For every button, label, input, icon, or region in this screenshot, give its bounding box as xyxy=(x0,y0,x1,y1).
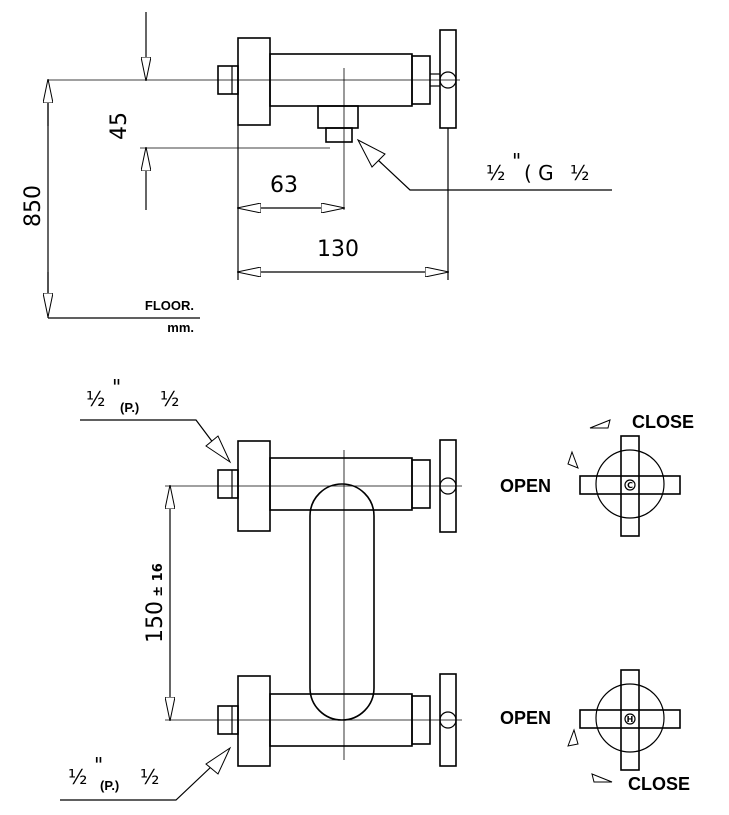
handle-bottom-mark: H xyxy=(627,715,634,724)
inlet-bottom-label: ½ " (P.) ½ xyxy=(68,753,159,793)
open-arrow-bottom-icon xyxy=(567,728,579,747)
handle-top-cap xyxy=(624,479,636,491)
handle-top-close-label: CLOSE xyxy=(632,412,694,432)
handle-detail-top: C CLOSE OPEN xyxy=(500,412,694,537)
top-cap xyxy=(411,459,431,509)
handle-top-bar-horizontal xyxy=(579,475,681,495)
dim-850-label: 850 xyxy=(21,185,46,227)
svg-text:½: ½ xyxy=(486,161,505,185)
svg-text:½: ½ xyxy=(68,765,87,789)
close-arrow-bottom-icon xyxy=(591,773,613,783)
outlet-thread-label: ½ " ( G ½ xyxy=(486,149,589,185)
handle-top-rosette xyxy=(595,449,665,519)
side-view: 45 850 FLOOR. mm. 63 130 ½ " ( G ½ xyxy=(21,12,612,335)
floor-label: FLOOR. xyxy=(145,298,194,313)
svg-text:½: ½ xyxy=(160,387,179,411)
svg-text:(P.): (P.) xyxy=(100,778,119,793)
bottom-flange xyxy=(237,675,271,767)
inlet-top-label: ½ " (P.) ½ xyxy=(86,375,179,415)
inlet-top-leader-arrow xyxy=(205,435,232,464)
svg-text:": " xyxy=(112,375,121,399)
dim-45-label: 45 xyxy=(107,112,132,140)
handle-detail-bottom: H OPEN CLOSE xyxy=(500,669,690,794)
handle-top-mark: C xyxy=(627,481,633,490)
inlet-bottom-leader-arrow xyxy=(205,746,232,775)
handle-bottom-bar-vertical xyxy=(620,669,640,771)
close-arrow-top-icon xyxy=(589,419,611,429)
inlet-top-leader xyxy=(80,419,215,445)
connecting-tube xyxy=(309,483,375,721)
handle-bottom-close-label: CLOSE xyxy=(628,774,690,794)
side-outlet-thread xyxy=(325,127,353,143)
svg-text:½: ½ xyxy=(570,161,589,185)
handle-bottom-bar-horizontal xyxy=(579,709,681,729)
dim-63-label: 63 xyxy=(270,173,298,198)
handle-bottom-open-label: OPEN xyxy=(500,708,551,728)
svg-text:": " xyxy=(94,753,103,777)
side-flange xyxy=(237,37,271,126)
outlet-leader xyxy=(377,159,612,191)
front-view: 150 ± 16 ½ " (P.) ½ ½ " (P.) ½ xyxy=(60,375,462,801)
handle-bottom-rosette xyxy=(595,683,665,753)
handle-bottom-cap xyxy=(624,713,636,725)
dim-130-label: 130 xyxy=(317,237,359,262)
outlet-leader-arrow xyxy=(356,138,386,168)
svg-text:( G: ( G xyxy=(524,161,554,185)
svg-text:(P.): (P.) xyxy=(120,400,139,415)
top-nipple xyxy=(217,469,239,499)
open-arrow-top-icon xyxy=(567,450,579,469)
dim-tolerance-label: ± 16 xyxy=(151,563,166,597)
side-outlet xyxy=(317,105,359,129)
dim-150-label: 150 xyxy=(143,601,168,643)
unit-label: mm. xyxy=(167,320,194,335)
handle-top-open-label: OPEN xyxy=(500,476,551,496)
side-handle xyxy=(439,29,457,129)
svg-text:½: ½ xyxy=(86,387,105,411)
svg-text:½: ½ xyxy=(140,765,159,789)
svg-text:": " xyxy=(512,149,521,173)
handle-top-bar-vertical xyxy=(620,435,640,537)
inlet-bottom-leader xyxy=(60,765,213,801)
